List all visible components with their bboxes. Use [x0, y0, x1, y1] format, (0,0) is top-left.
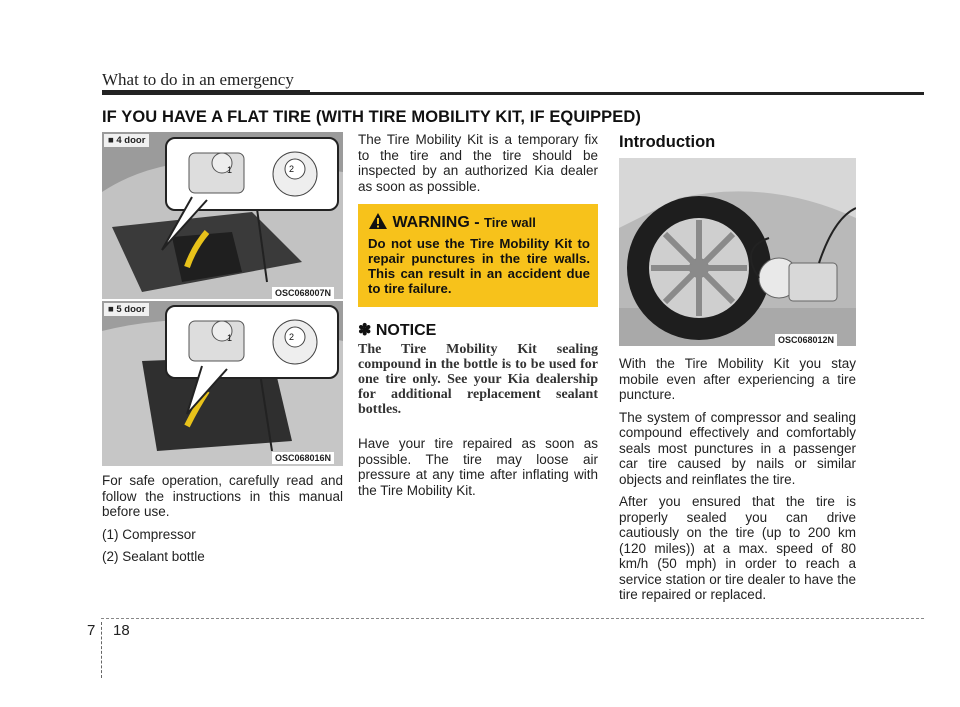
item-sealant-bottle: (2) Sealant bottle	[102, 549, 205, 564]
intro-paragraph-2: The system of compressor and sealing com…	[619, 409, 856, 487]
svg-text:2: 2	[289, 332, 294, 342]
svg-text:2: 2	[289, 164, 294, 174]
chapter-number: 7	[87, 622, 96, 639]
warning-triangle-icon	[369, 213, 387, 229]
warning-box: WARNING - Tire wall Do not use the Tire …	[358, 204, 598, 307]
figure-label-4-door: ■ 4 door	[104, 134, 150, 147]
figure-label-5-door: ■ 5 door	[104, 303, 150, 316]
footer-divider	[101, 622, 103, 678]
callout-pointer-5-door	[186, 365, 228, 415]
temporary-fix-paragraph: The Tire Mobility Kit is a temporary fix…	[358, 132, 598, 194]
item-compressor: (1) Compressor	[102, 526, 196, 542]
introduction-heading: Introduction	[619, 133, 716, 151]
header-rule	[102, 92, 924, 95]
left-text: For safe operation, carefully read and f…	[102, 473, 343, 572]
notice-text: The Tire Mobility Kit sealing compound i…	[358, 342, 598, 417]
middle-repair: Have your tire repaired as soon as possi…	[358, 436, 598, 505]
warning-subtitle: Tire wall	[484, 215, 536, 230]
tire-mobility-kit-icon: 1 2	[188, 151, 318, 197]
warning-title: WARNING -	[392, 214, 480, 231]
figure-code-introduction: OSC068012N	[775, 334, 838, 346]
safety-paragraph: For safe operation, carefully read and f…	[102, 473, 343, 519]
intro-paragraph-1: With the Tire Mobility Kit you stay mobi…	[619, 356, 856, 402]
svg-text:1: 1	[227, 165, 232, 175]
trunk-photo-5-door	[102, 301, 343, 466]
footer-rule	[101, 618, 924, 619]
page-number: 18	[113, 622, 130, 639]
kit-inset-5-door: 1 2	[165, 305, 339, 379]
callout-pointer-4-door	[161, 196, 208, 251]
warning-text: Do not use the Tire Mobility Kit to repa…	[368, 236, 590, 296]
tire-kit-photo-illustration	[619, 158, 856, 346]
tire-mobility-kit-icon: 1 2	[188, 319, 318, 365]
chapter-title: What to do in an emergency	[102, 70, 294, 89]
section-title: IF YOU HAVE A FLAT TIRE (WITH TIRE MOBIL…	[102, 108, 641, 126]
figure-code-4-door: OSC068007N	[272, 287, 335, 299]
svg-text:1: 1	[227, 333, 232, 343]
tire-photo	[619, 158, 856, 346]
intro-paragraph-3: After you ensured that the tire is prope…	[619, 494, 856, 602]
middle-intro: The Tire Mobility Kit is a temporary fix…	[358, 132, 598, 201]
warning-heading: WARNING - Tire wall	[368, 212, 536, 232]
notice-title: ✽ NOTICE	[358, 322, 437, 339]
introduction-text: With the Tire Mobility Kit you stay mobi…	[619, 356, 856, 610]
figure-code-5-door: OSC068016N	[272, 452, 335, 464]
repair-paragraph: Have your tire repaired as soon as possi…	[358, 436, 598, 498]
